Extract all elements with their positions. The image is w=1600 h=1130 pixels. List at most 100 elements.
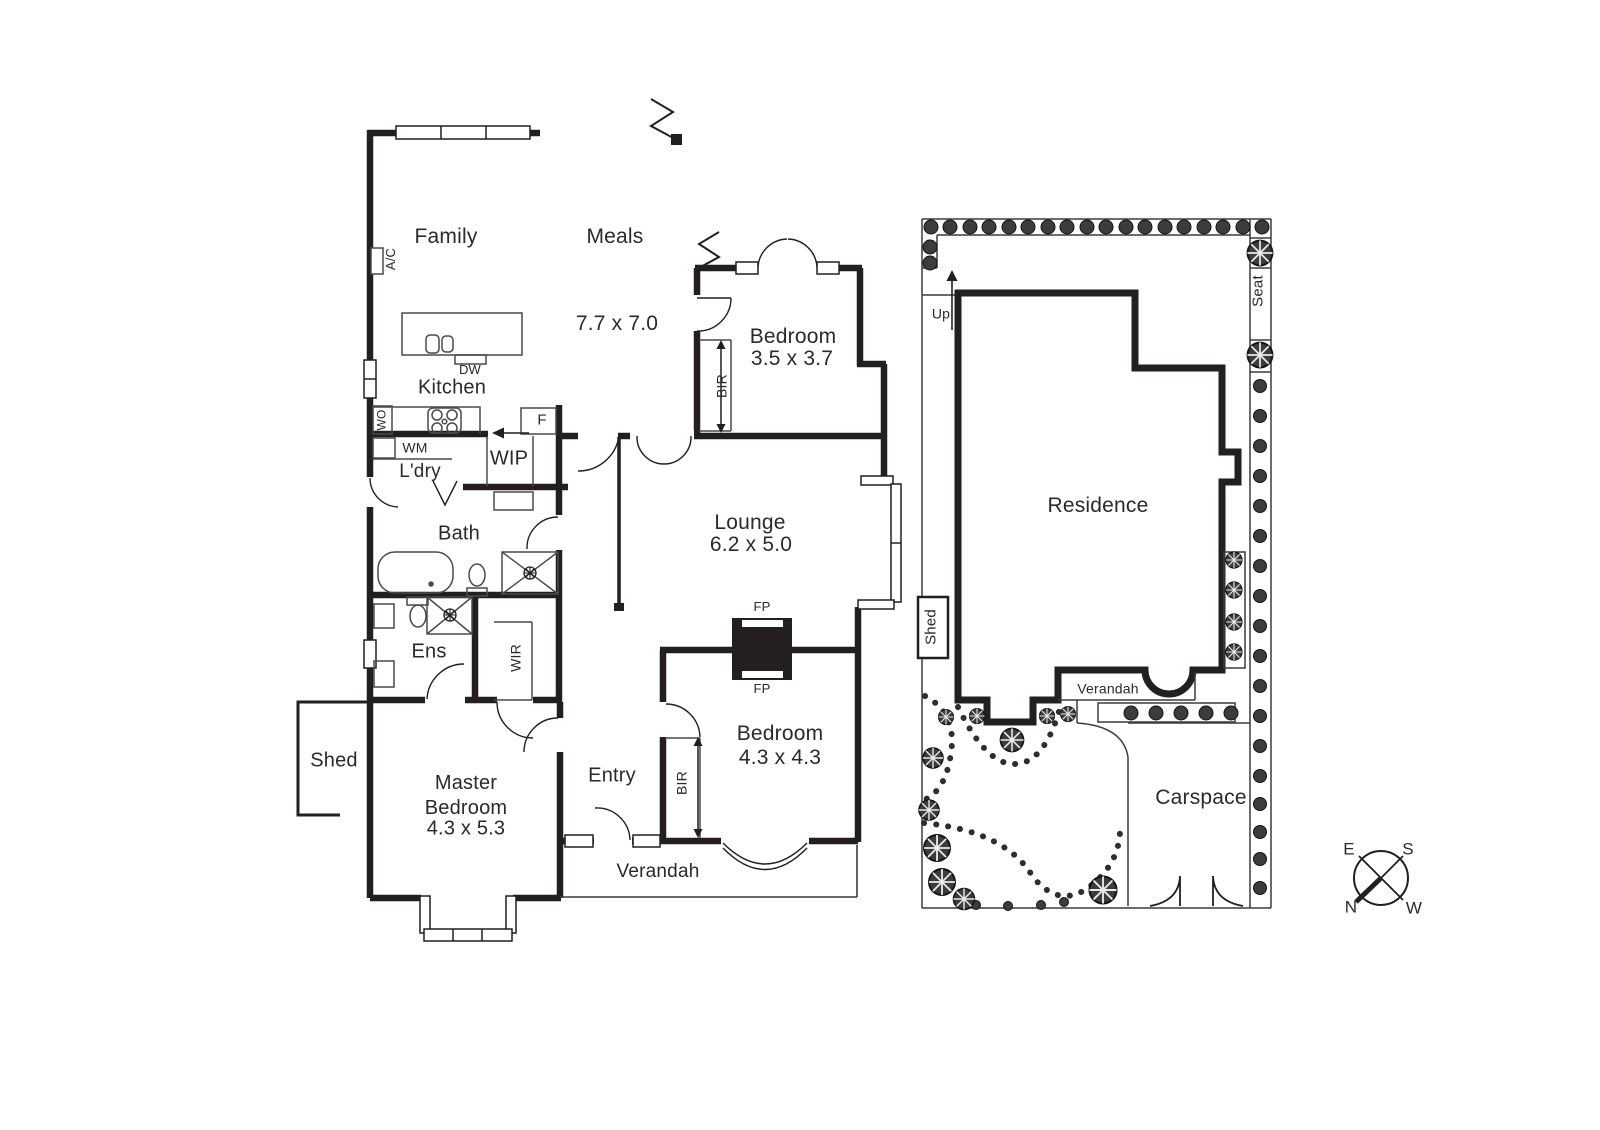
sink-icon [425, 334, 440, 354]
verandah-outline [560, 845, 858, 898]
tree-icon [952, 887, 976, 911]
fridge-box [520, 407, 557, 435]
room-dims-bedroom-top: 3.5 x 3.7 [750, 346, 834, 370]
room-label-bath: Bath [438, 522, 480, 545]
tree-icon [1088, 875, 1118, 905]
room-label-verandah: Verandah [616, 861, 700, 883]
room-label-lounge: Lounge [714, 510, 786, 534]
door-arcs [369, 238, 818, 841]
room-dims-lounge: 6.2 x 5.0 [709, 532, 793, 556]
room-label-entry: Entry [588, 764, 636, 787]
island-bench [401, 312, 523, 356]
ac-label: A/C [382, 247, 398, 271]
shower-rose-icon [523, 566, 537, 580]
compass-south-label: S [1402, 839, 1414, 859]
garden-bed-borders [921, 693, 1123, 899]
ensuite-fixtures [373, 596, 533, 701]
shed-outline [296, 700, 370, 817]
room-label-laundry: L'dry [399, 461, 441, 483]
washing-machine-box [372, 437, 396, 459]
tree-icon [1225, 551, 1243, 569]
room-label-bedroom-front: Bedroom [736, 721, 824, 745]
bir-label-top: BIR [713, 374, 730, 398]
sink-icon [441, 335, 454, 353]
site-carspace-label: Carspace [1155, 785, 1247, 809]
windows [363, 125, 902, 942]
shower-rose-icon [443, 608, 457, 622]
bow-window [722, 842, 808, 871]
tree-icon [1225, 643, 1243, 661]
bath-cabinet [493, 491, 534, 511]
room-label-wir: WIR [507, 644, 524, 672]
wall-oven-box [372, 405, 393, 435]
vanity [373, 660, 395, 688]
room-label-shed: Shed [310, 749, 358, 772]
tree-icon [918, 799, 940, 821]
fireplace-icon [732, 618, 792, 680]
compass-north-label: N [1344, 897, 1358, 917]
fireplace-label-bottom: FP [753, 680, 771, 696]
room-dims-master: 4.3 x 5.3 [426, 817, 506, 840]
room-label-kitchen: Kitchen [417, 376, 487, 399]
site-plan [916, 218, 1274, 911]
site-verandah-label: Verandah [1077, 680, 1139, 697]
wall-oven-label: WO [374, 409, 389, 431]
shower-icon [501, 551, 559, 595]
kitchen-fixtures [372, 312, 557, 511]
tree-icon [999, 727, 1025, 753]
room-label-wip: WIP [489, 447, 529, 470]
compass-east-label: E [1343, 839, 1355, 859]
residence-outline [954, 289, 1242, 726]
bath-fixtures [377, 551, 559, 597]
shower-icon [426, 596, 473, 635]
room-label-bedroom-top: Bedroom [749, 324, 837, 348]
room-label-family: Family [414, 224, 478, 248]
pantry-shelves [486, 436, 534, 486]
gate-arcs [1149, 875, 1244, 907]
tree-icon [1246, 341, 1274, 369]
floor-plan [296, 98, 902, 942]
room-dims-bedroom-front: 4.3 x 4.3 [738, 745, 822, 769]
room-label-ensuite: Ens [411, 640, 447, 663]
shrub-icon [968, 707, 986, 725]
site-shed-label: Shed [922, 609, 940, 645]
ac-unit-box [370, 247, 384, 275]
tree-icon [1225, 613, 1243, 631]
hedge-row [922, 219, 1270, 911]
bathtub-icon [377, 551, 454, 594]
toilet-icon [468, 563, 486, 587]
shrub-icon [937, 708, 955, 726]
room-label-meals: Meals [586, 224, 644, 248]
bench [373, 406, 481, 434]
pantry-arrow-icon [492, 427, 529, 439]
bir-label-front: BIR [673, 771, 690, 795]
tree-icon [1225, 581, 1243, 599]
site-seat-label: Seat [1249, 275, 1267, 307]
compass-west-label: W [1405, 898, 1423, 918]
wall-openings [363, 261, 818, 848]
dishwasher-label: DW [458, 361, 482, 377]
dishwasher-box [454, 354, 487, 365]
toilet-icon [409, 604, 427, 628]
shrub-icon [1059, 705, 1077, 723]
tree-icon [1246, 239, 1274, 267]
site-residence-label: Residence [1047, 493, 1149, 517]
wall-break-icon [649, 98, 721, 270]
cooktop-icon [427, 407, 462, 434]
tree-icon [928, 868, 956, 896]
up-arrow-icon [946, 270, 958, 330]
tree-icon [923, 834, 951, 862]
site-shed-box [916, 595, 950, 660]
fridge-label: F [537, 411, 547, 429]
fireplace-label-top: FP [753, 598, 771, 614]
wir-rail [494, 621, 533, 701]
site-up-label: Up [931, 305, 951, 322]
tree-icon [922, 747, 944, 769]
compass-icon [1353, 850, 1409, 906]
hall-partition-cap [614, 603, 624, 611]
room-dims-meals: 7.7 x 7.0 [575, 311, 659, 335]
vanity [373, 603, 395, 629]
robes [665, 339, 732, 838]
